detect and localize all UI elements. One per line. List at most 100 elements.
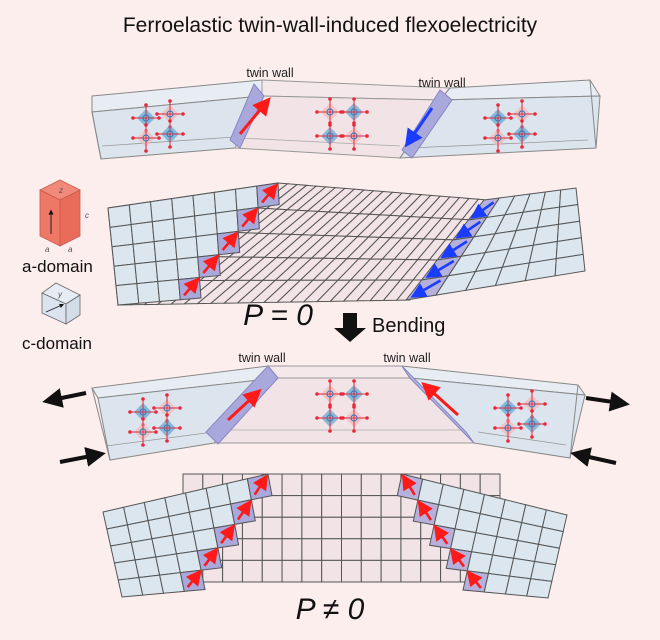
oxygen-atom <box>352 147 356 151</box>
oxygen-atom <box>154 410 158 414</box>
oxygen-atom <box>141 443 145 447</box>
oxygen-atom <box>352 429 356 433</box>
oxygen-atom <box>352 121 356 125</box>
oxygen-atom <box>141 397 145 401</box>
bending-arrow-icon <box>334 313 366 342</box>
oxygen-atom <box>155 132 159 136</box>
center-atom <box>528 400 536 408</box>
lattice-cell <box>321 559 342 583</box>
axis-letter-a1: a <box>45 245 50 254</box>
oxygen-atom <box>520 99 524 103</box>
lattice-cell <box>111 243 136 267</box>
center-atom <box>166 110 174 118</box>
lattice-cell <box>530 560 557 582</box>
octahedron-icon <box>339 403 369 433</box>
force-arrow-right-out <box>585 391 630 412</box>
axis-letter-y: y <box>57 290 63 299</box>
force-arrow-left-in <box>59 447 106 467</box>
lattice-cell <box>134 261 159 285</box>
oxygen-atom <box>517 422 521 426</box>
oxygen-atom <box>533 132 537 136</box>
lattice-cell <box>113 263 138 287</box>
octahedron-icon <box>315 403 345 433</box>
lattice-cell <box>215 209 239 235</box>
lattice-cell <box>213 188 238 214</box>
polarization-arrow <box>455 220 482 239</box>
lattice-cell <box>400 538 422 561</box>
octahedron-icon <box>483 123 513 153</box>
top-slab-left-edge <box>91 111 102 160</box>
oxygen-atom <box>483 136 487 140</box>
lattice-cell <box>341 473 362 497</box>
lattice-cell <box>109 541 136 564</box>
lattice-cell <box>107 204 132 228</box>
oxygen-atom <box>328 97 332 101</box>
polarization-arrow <box>450 548 466 568</box>
a-domain-label: a-domain <box>22 257 93 276</box>
lattice-cell <box>153 238 178 263</box>
bottom-slab-right-inner-line <box>477 431 567 446</box>
lattice-cell <box>241 538 263 561</box>
octahedron-icon <box>152 413 182 443</box>
lattice-cell <box>380 516 402 540</box>
oxygen-atom <box>496 149 500 153</box>
octahedron-icon <box>493 393 523 423</box>
oxygen-atom <box>157 116 161 120</box>
oxygen-atom <box>530 389 534 393</box>
lattice-cell <box>281 538 303 561</box>
center-atom <box>350 132 358 140</box>
oxygen-atom <box>155 112 159 116</box>
top-polarization-arrow-red <box>238 97 271 135</box>
lattice-cell <box>380 559 402 583</box>
bottom-twin-wall-label-left: twin wall <box>238 351 285 365</box>
lattice-cell <box>261 516 283 540</box>
center-atom <box>326 132 334 140</box>
oxygen-atom <box>154 430 158 434</box>
lattice-cell <box>261 559 283 583</box>
top-twin-wall-label-left: twin wall <box>246 66 293 80</box>
lattice-cell <box>149 198 174 223</box>
c-domain-cube-icon: y <box>41 282 81 325</box>
flat-state-label: P = 0 <box>243 299 313 332</box>
top-slab-mid-inner-line <box>239 137 401 147</box>
lattice-cell <box>261 495 283 518</box>
lattice-cell <box>400 559 422 583</box>
octahedron-icon <box>339 121 369 151</box>
polarization-arrow <box>221 231 239 251</box>
center-atom <box>163 424 171 432</box>
top-polarization-arrow-blue <box>404 107 434 148</box>
lattice-cell <box>504 575 532 597</box>
polarization-arrow <box>470 201 495 219</box>
polarization-arrow <box>202 547 219 567</box>
oxygen-atom <box>328 121 332 125</box>
lattice-cell <box>132 241 157 265</box>
oxygen-atom <box>144 123 148 127</box>
center-atom <box>494 114 502 122</box>
octahedron-icon <box>155 119 185 149</box>
lattice-cell <box>360 538 382 561</box>
octahedron-icon <box>152 393 182 423</box>
center-atom <box>326 108 334 116</box>
force-arrow-right-in <box>570 447 617 467</box>
center-atom <box>350 414 358 422</box>
oxygen-atom <box>509 116 513 120</box>
top-crystal-cells <box>131 97 537 153</box>
oxygen-atom <box>152 406 156 410</box>
lattice-cell <box>151 218 176 243</box>
polarization-arrow <box>185 569 202 589</box>
lattice-cell <box>360 495 382 518</box>
polarization-arrow <box>466 570 483 589</box>
bottom-polarization-arrow-right <box>421 381 460 417</box>
oxygen-atom <box>506 439 510 443</box>
oxygen-atom <box>328 403 332 407</box>
oxygen-atom <box>181 132 185 136</box>
oxygen-atom <box>152 426 156 430</box>
polarization-arrow <box>261 183 278 204</box>
axis-letter-z: z <box>58 186 63 195</box>
octahedron-icon <box>517 409 547 439</box>
oxygen-atom <box>365 416 369 420</box>
oxygen-atom <box>496 103 500 107</box>
polarization-arrow <box>219 524 236 545</box>
center-atom <box>142 134 150 142</box>
oxygen-atom <box>168 119 172 123</box>
